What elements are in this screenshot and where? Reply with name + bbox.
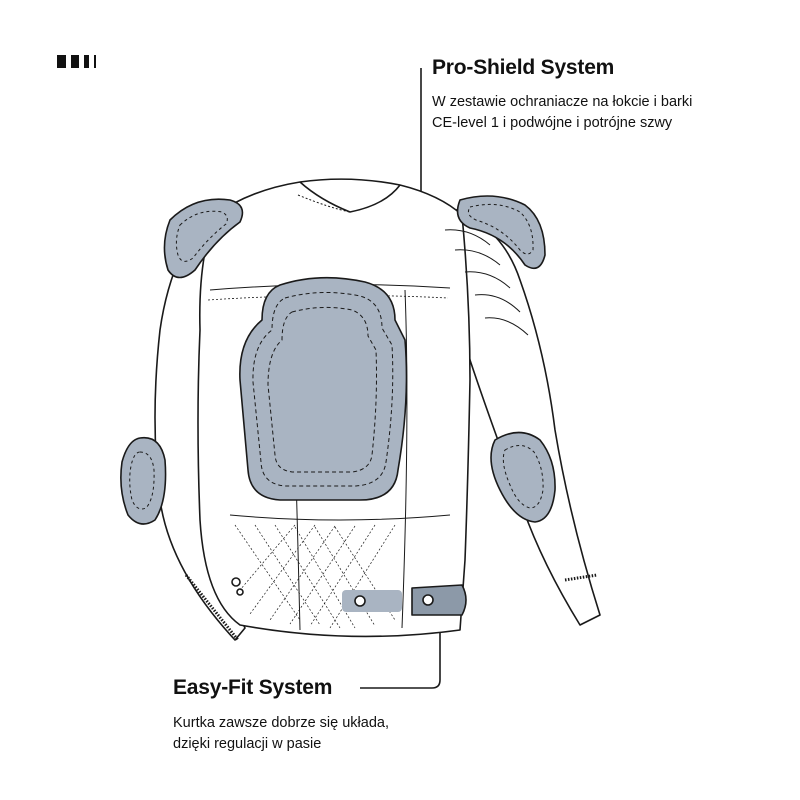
pro-shield-line-2: CE-level 1 i podwójne i potrójne szwy [432, 115, 673, 131]
pro-shield-description: W zestawie ochraniacze na łokcie i barki… [432, 92, 692, 134]
easy-fit-title: Easy-Fit System [173, 676, 333, 699]
brand-logo [57, 55, 96, 68]
easy-fit-line-2: dzięki regulacji w pasie [173, 736, 322, 752]
pro-shield-line-1: W zestawie ochraniacze na łokcie i barki [432, 94, 693, 110]
easy-fit-callout-line [360, 606, 441, 689]
waist-adjuster-strap [342, 584, 467, 616]
easy-fit-description: Kurtka zawsze dobrze się układa, dzięki … [173, 713, 389, 755]
left-shoulder-protector [163, 198, 244, 279]
left-elbow-protector [120, 436, 167, 525]
right-shoulder-protector [456, 195, 546, 270]
right-elbow-protector [490, 431, 556, 523]
back-protector [239, 276, 408, 501]
pro-shield-callout-line [420, 68, 459, 211]
easy-fit-line-1: Kurtka zawsze dobrze się układa, [173, 715, 389, 731]
pro-shield-title: Pro-Shield System [432, 56, 615, 79]
